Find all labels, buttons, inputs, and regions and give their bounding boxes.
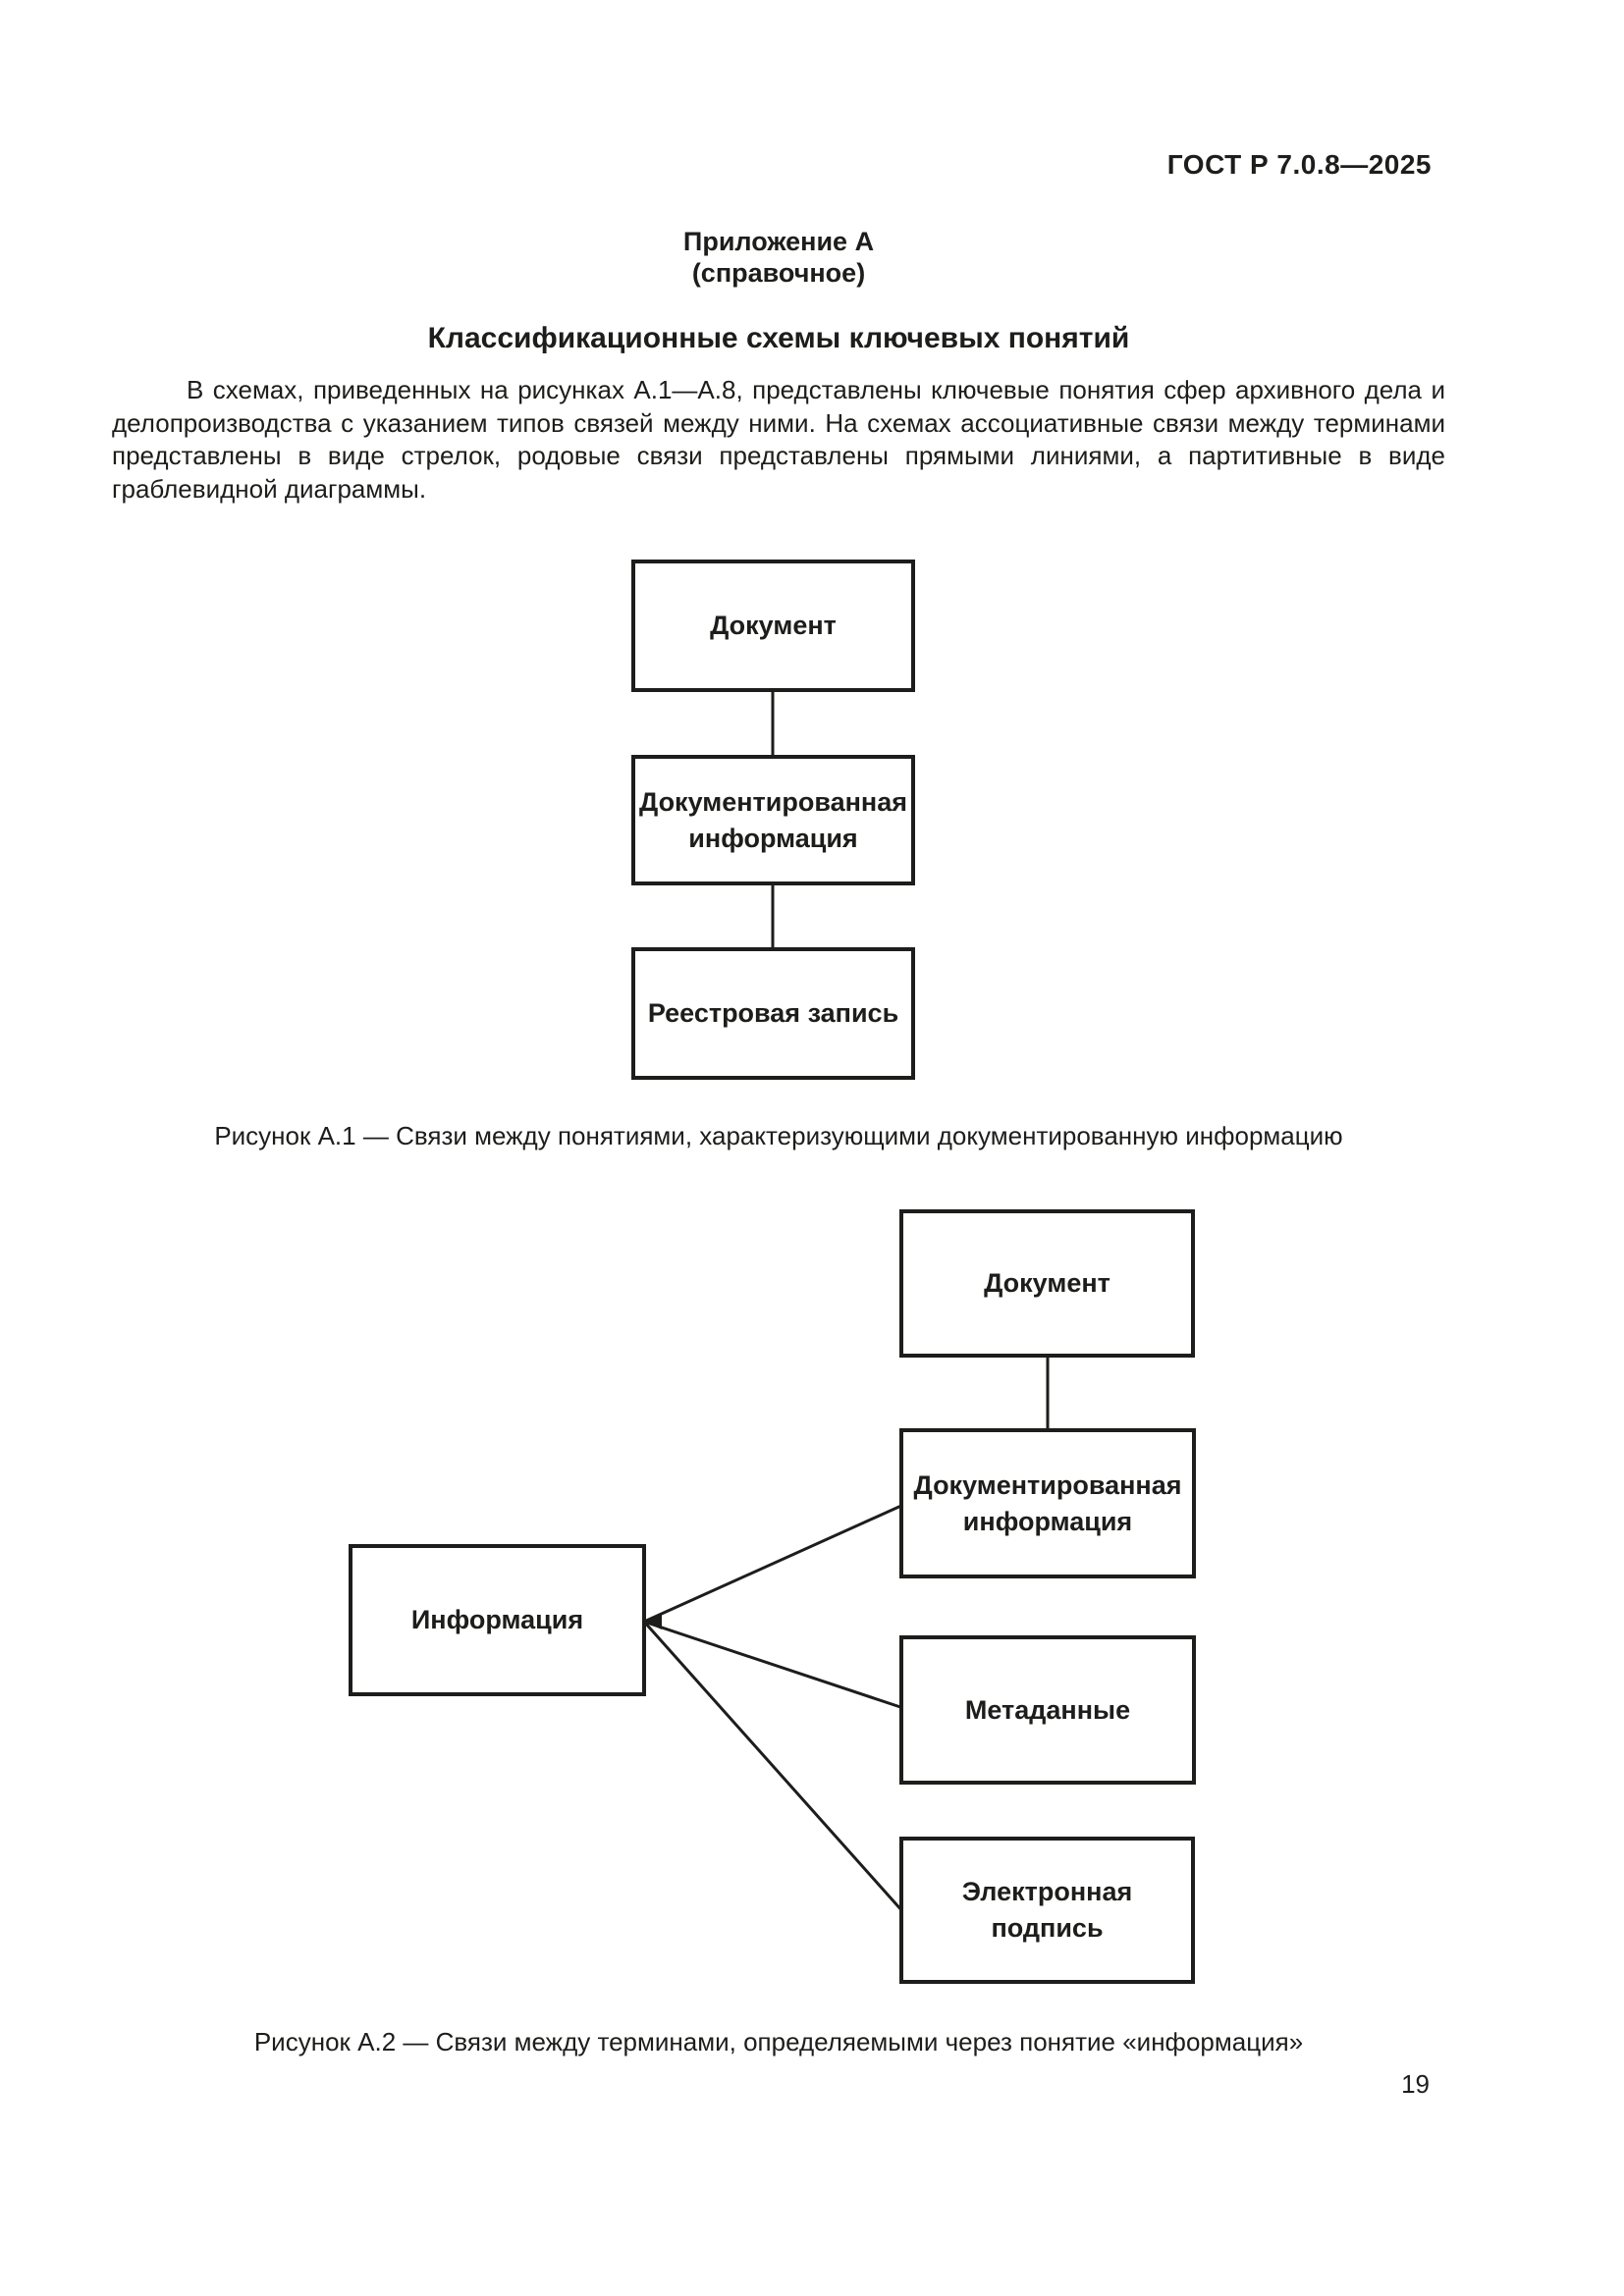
page-number: 19 [1401, 2069, 1430, 2099]
a2-link-information-to-documented-information [643, 1503, 904, 1624]
section-title: Классификационные схемы ключевых понятий [427, 322, 1130, 354]
appendix-kind: (справочное) [691, 258, 866, 288]
a1-box-registry-record: Реестровая запись [631, 947, 915, 1080]
a2-box-metadata: Метаданные [899, 1635, 1196, 1785]
a2-box-documented-information: Документированная информация [899, 1428, 1196, 1578]
figure-a2-caption: Рисунок А.2 — Связи между терминами, опр… [253, 2027, 1304, 2056]
a2-link-information-to-electronic-signature [642, 1621, 905, 1913]
a2-link-information-to-metadata [643, 1620, 904, 1710]
a2-box-electronic-signature: Электронная подпись [899, 1837, 1195, 1984]
a2-box-document: Документ [899, 1209, 1195, 1358]
appendix-heading: Приложение А (справочное) [112, 226, 1445, 289]
a1-box-document: Документ [631, 560, 915, 692]
a1-box-documented-information: Документированная информация [631, 755, 915, 885]
intro-paragraph: В схемах, приведенных на рисунках А.1—А.… [112, 375, 1445, 504]
figure-a1-caption: Рисунок А.1 — Связи между понятиями, хар… [214, 1121, 1343, 1150]
a2-box-information: Информация [349, 1544, 646, 1696]
document-code-header: ГОСТ Р 7.0.8—2025 [1166, 149, 1432, 180]
appendix-name: Приложение А [682, 227, 875, 256]
a2-arrowhead-into-information [644, 1614, 662, 1629]
